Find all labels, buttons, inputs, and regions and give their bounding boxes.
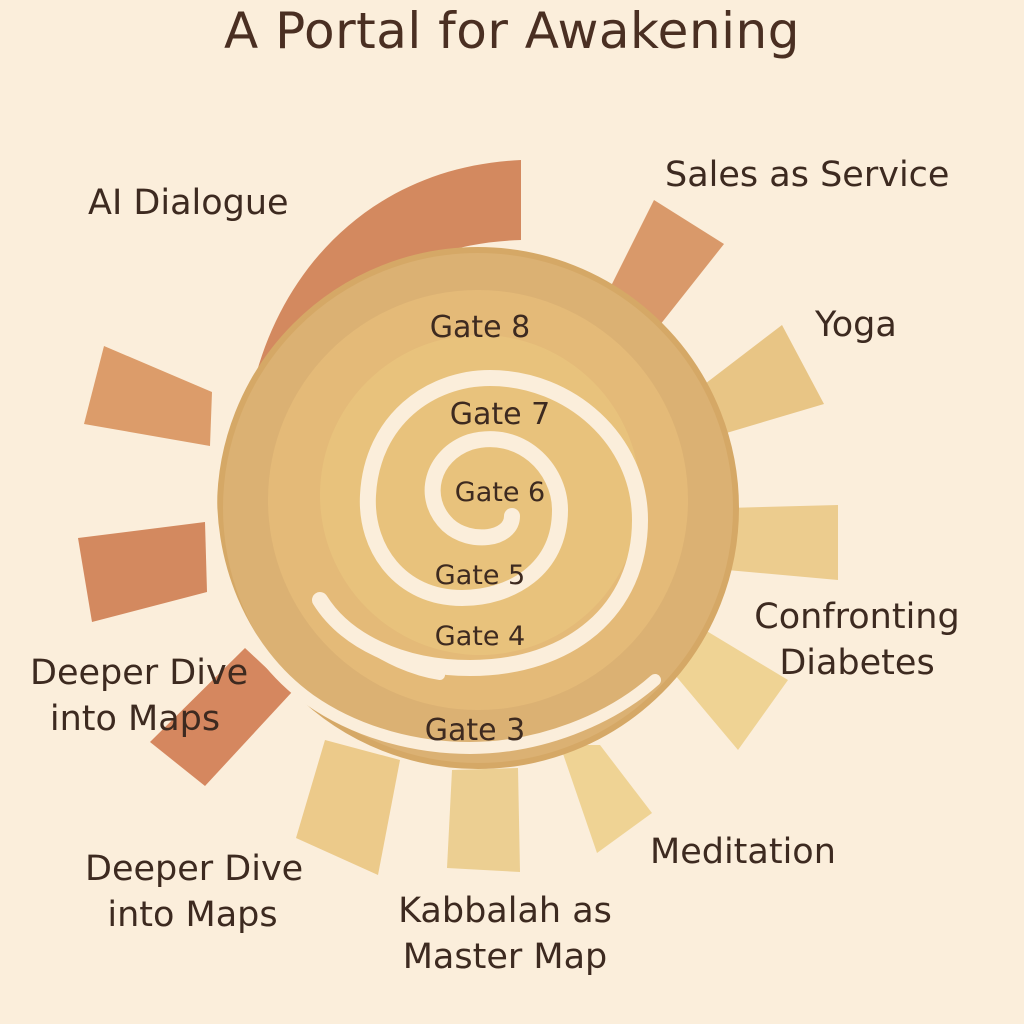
topic-ai-dialogue: AI Dialogue xyxy=(88,183,289,223)
topic-sales-as-service: Sales as Service xyxy=(665,155,950,195)
topic-line: Diabetes xyxy=(779,643,935,683)
ray-lower-right xyxy=(675,630,788,750)
topic-line: Deeper Dive xyxy=(30,653,249,693)
gate-label: Gate 6 xyxy=(454,477,546,508)
gate-label: Gate 8 xyxy=(429,310,531,345)
ray-upper-left xyxy=(84,346,212,446)
topic-kabbalah: Kabbalah as Master Map xyxy=(395,888,615,980)
topic-line: Confronting xyxy=(754,597,960,637)
ray-deeper-dive xyxy=(150,648,292,786)
page-title: A Portal for Awakening xyxy=(224,2,800,60)
gate-disc-rim xyxy=(217,247,739,769)
topic-line: Deeper Dive xyxy=(85,849,304,889)
topic-meditation: Meditation xyxy=(650,832,836,872)
outer-groove xyxy=(205,469,661,755)
topic-line: Kabbalah as xyxy=(398,891,612,931)
topic-line: into Maps xyxy=(107,895,278,935)
ray-meditation xyxy=(560,745,652,853)
ray-sales xyxy=(606,200,724,330)
outer-arc xyxy=(243,160,521,662)
topic-deeper-dive-bottom: Deeper Dive into Maps xyxy=(85,846,304,938)
spiral-groove xyxy=(312,369,649,677)
ray-kabbalah xyxy=(447,768,520,872)
gate-label: Gate 7 xyxy=(449,397,551,432)
inner-arc-edge xyxy=(345,625,445,680)
topic-line: Master Map xyxy=(402,937,608,977)
gate-label: Gate 5 xyxy=(434,560,526,591)
sun-rays xyxy=(78,200,838,875)
ray-right xyxy=(727,505,838,580)
ray-left xyxy=(78,522,207,622)
ray-yoga xyxy=(697,325,824,437)
topic-yoga: Yoga xyxy=(815,305,897,345)
gate-label: Gate 3 xyxy=(424,713,526,748)
topic-deeper-dive-left: Deeper Dive into Maps xyxy=(30,650,249,742)
topic-line: into Maps xyxy=(49,699,221,739)
topic-confronting-diabetes: Confronting Diabetes xyxy=(752,594,962,686)
gate-label: Gate 4 xyxy=(434,621,526,652)
ray-bottom-left xyxy=(296,740,400,875)
